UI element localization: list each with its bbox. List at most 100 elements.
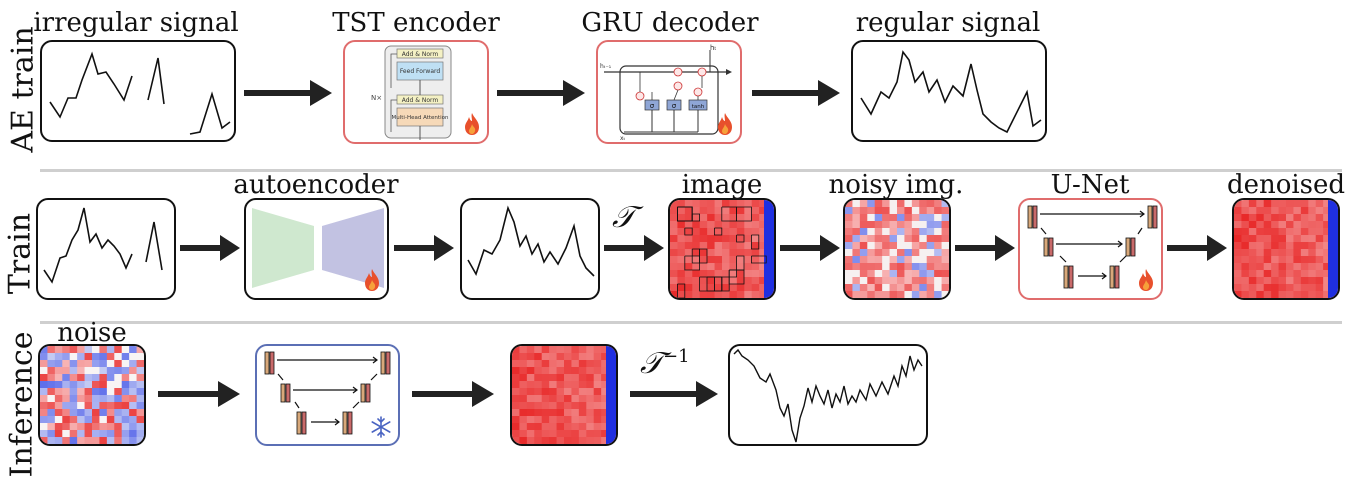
heatmap-cell bbox=[121, 423, 130, 431]
heatmap-cell bbox=[1234, 263, 1242, 271]
image-patch-outline bbox=[684, 255, 701, 271]
heatmap-cell bbox=[751, 221, 760, 229]
heatmap-cell bbox=[1293, 256, 1302, 264]
heatmap-cell bbox=[586, 360, 595, 368]
heatmap-cell bbox=[92, 346, 100, 354]
heatmap-cell bbox=[578, 416, 587, 424]
heatmap-cell bbox=[729, 228, 738, 236]
heatmap-cell bbox=[77, 423, 86, 431]
heatmap-cell bbox=[897, 214, 905, 222]
heatmap-cell bbox=[47, 402, 56, 410]
heatmap-cell bbox=[911, 263, 920, 271]
heatmap-cell bbox=[904, 284, 913, 292]
image-patch-outline bbox=[721, 276, 730, 292]
heatmap-cell bbox=[121, 346, 130, 354]
gru-x-t: xₜ bbox=[620, 135, 626, 142]
heatmap-cell bbox=[1271, 256, 1280, 264]
heatmap-cell bbox=[1300, 284, 1309, 292]
heatmap-cell bbox=[751, 249, 760, 257]
image-patch-outline bbox=[736, 255, 745, 271]
heatmap-cell bbox=[84, 388, 93, 396]
heatmap-cell bbox=[692, 263, 701, 271]
heatmap-cell bbox=[121, 388, 130, 396]
heatmap-cell bbox=[1300, 228, 1309, 236]
heatmap-cell bbox=[714, 263, 723, 271]
heatmap-cell bbox=[1300, 221, 1309, 229]
heatmap-cell bbox=[882, 284, 891, 292]
heatmap-cell bbox=[1286, 291, 1294, 298]
heatmap-cell bbox=[541, 367, 550, 375]
heatmap-cell bbox=[1241, 263, 1250, 271]
heatmap-cell bbox=[601, 437, 610, 444]
heatmap-cell bbox=[1286, 256, 1294, 264]
heatmap-cell bbox=[736, 200, 745, 208]
heatmap-cell bbox=[1278, 277, 1287, 285]
heatmap-cell bbox=[519, 381, 528, 389]
heatmap-cell bbox=[751, 235, 760, 243]
heatmap-cell bbox=[692, 277, 701, 285]
noise-box bbox=[38, 344, 146, 446]
heatmap-cell bbox=[541, 423, 550, 431]
heatmap-cell bbox=[593, 423, 602, 431]
heatmap-cell bbox=[69, 353, 78, 361]
heatmap-cell bbox=[744, 249, 753, 257]
heatmap-cell bbox=[692, 270, 701, 278]
heatmap-cell bbox=[1323, 270, 1332, 278]
heatmap-cell bbox=[1293, 284, 1302, 292]
heatmap-cell bbox=[519, 437, 528, 444]
heatmap-cell bbox=[699, 235, 708, 243]
heatmap-cell bbox=[564, 353, 572, 361]
heatmap-cell bbox=[707, 291, 716, 298]
heatmap-cell bbox=[684, 284, 693, 292]
heatmap-cell bbox=[889, 221, 898, 229]
heatmap-cell bbox=[911, 235, 920, 243]
heatmap-cell bbox=[578, 374, 587, 382]
heatmap-cell bbox=[714, 221, 723, 229]
arrow-icon bbox=[158, 381, 240, 407]
heatmap-cell bbox=[77, 374, 86, 382]
heatmap-cell bbox=[1256, 270, 1265, 278]
heatmap-cell bbox=[62, 381, 71, 389]
heatmap-cell bbox=[121, 409, 130, 417]
heatmap-cell bbox=[707, 242, 716, 250]
heatmap-cell bbox=[934, 214, 943, 222]
heatmap-cell bbox=[897, 221, 905, 229]
heatmap-cell bbox=[578, 388, 587, 396]
heatmap-cell bbox=[882, 200, 891, 208]
heatmap-cell bbox=[889, 263, 898, 271]
heatmap-cell bbox=[722, 200, 730, 208]
heatmap-cell bbox=[670, 284, 678, 292]
heatmap-cell bbox=[707, 263, 716, 271]
heatmap-cell bbox=[40, 402, 48, 410]
heatmap-cell bbox=[722, 207, 730, 215]
heatmap-cell bbox=[1286, 249, 1294, 257]
inference-signal-plot bbox=[733, 348, 923, 443]
heatmap-cell bbox=[759, 270, 768, 278]
heatmap-cell bbox=[714, 228, 723, 236]
heatmap-cell bbox=[759, 277, 768, 285]
heatmap-cell bbox=[867, 284, 876, 292]
heatmap-cell bbox=[1271, 270, 1280, 278]
heatmap-cell bbox=[106, 360, 115, 368]
heatmap-cell bbox=[692, 235, 701, 243]
heatmap-cell bbox=[1263, 249, 1272, 257]
heatmap-cell bbox=[882, 214, 891, 222]
heatmap-cell bbox=[69, 437, 78, 444]
heatmap-cell bbox=[699, 207, 708, 215]
heatmap-cell bbox=[129, 381, 138, 389]
heatmap-cell bbox=[859, 256, 868, 264]
image-patch-outline bbox=[684, 227, 693, 236]
heatmap-cell bbox=[897, 270, 905, 278]
gru-sigma-2: σ bbox=[672, 102, 677, 110]
heatmap-cell bbox=[541, 430, 550, 438]
heatmap-cell bbox=[47, 423, 56, 431]
heatmap-cell bbox=[114, 423, 123, 431]
heatmap-cell bbox=[911, 249, 920, 257]
heatmap-cell bbox=[571, 402, 580, 410]
heatmap-cell bbox=[692, 207, 701, 215]
heatmap-cell bbox=[593, 395, 602, 403]
heatmap-cell bbox=[677, 207, 686, 215]
heatmap-cell bbox=[874, 284, 883, 292]
heatmap-cell bbox=[40, 416, 48, 424]
heatmap-cell bbox=[859, 214, 868, 222]
